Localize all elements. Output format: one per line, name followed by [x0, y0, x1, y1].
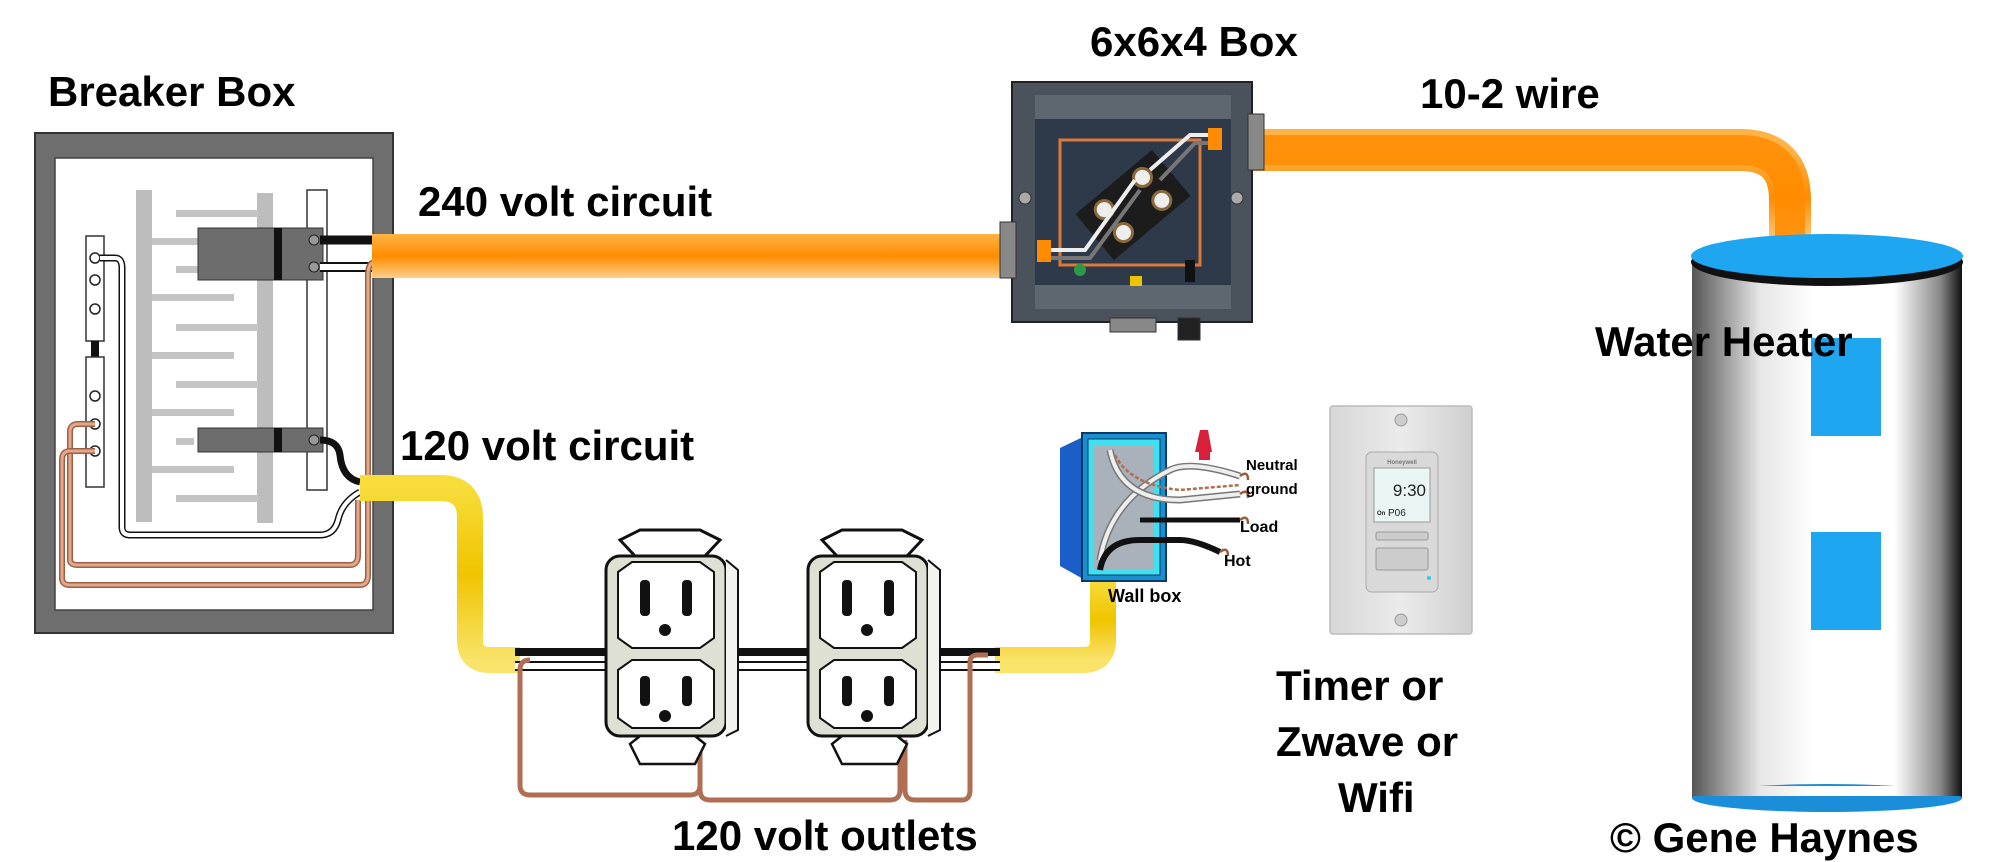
breaker-box: [34, 132, 394, 634]
timer-brand: Honeywell: [1387, 460, 1417, 466]
wire-label-neutral: Neutral: [1246, 457, 1298, 474]
label-240v-circuit: 240 volt circuit: [418, 178, 712, 225]
timer-status: On: [1377, 511, 1386, 517]
label-breaker-box: Breaker Box: [48, 68, 296, 115]
label-wall-box: Wall box: [1108, 586, 1181, 606]
cable-240v: [372, 129, 1811, 278]
duplex-outlet-1: [604, 528, 739, 766]
timer-program: P06: [1388, 508, 1406, 519]
timer-switch: [1329, 405, 1473, 635]
wire-nut: [1195, 430, 1212, 452]
water-heater: [1691, 234, 1963, 812]
wire-label-hot: Hot: [1224, 553, 1251, 570]
double-pole-breaker: [197, 227, 324, 281]
label-water-heater: Water Heater: [1595, 318, 1853, 365]
bus-bar-left: [136, 190, 152, 522]
wall-box: [1060, 430, 1250, 582]
lower-element-panel: [1811, 532, 1881, 630]
label-timer-line3: Wifi: [1338, 774, 1415, 821]
label-junction-box: 6x6x4 Box: [1090, 18, 1298, 65]
wire-label-ground: ground: [1246, 481, 1298, 498]
upper-element-panel: [1811, 338, 1881, 436]
label-timer-line2: Zwave or: [1276, 718, 1458, 765]
label-120v-circuit: 120 volt circuit: [400, 422, 694, 469]
label-timer-line1: Timer or: [1276, 662, 1443, 709]
label-wire-gauge: 10-2 wire: [1420, 70, 1600, 117]
duplex-outlet-2: [806, 528, 941, 766]
label-120v-outlets: 120 volt outlets: [672, 812, 978, 859]
junction-box: [999, 81, 1265, 341]
timer-time-display: 9:30: [1393, 481, 1426, 500]
single-pole-breaker: [197, 427, 324, 453]
cable-120v: [360, 325, 1142, 673]
wire-label-load: Load: [1240, 519, 1278, 536]
copyright-label: © Gene Haynes: [1610, 814, 1919, 861]
